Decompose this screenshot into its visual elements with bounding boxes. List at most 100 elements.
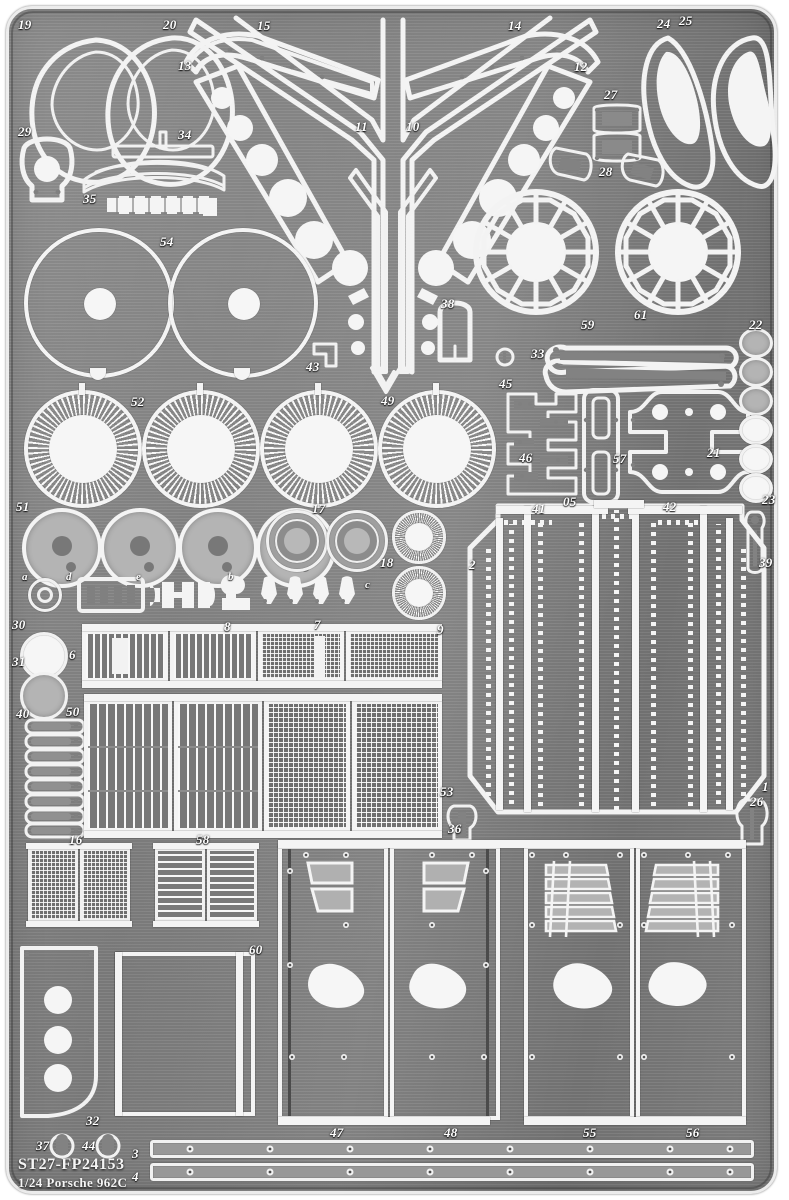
part-label-61: 61 bbox=[634, 307, 648, 322]
part-label-05: 05 bbox=[563, 494, 577, 509]
part-label-60: 60 bbox=[249, 942, 263, 957]
part-label-20: 20 bbox=[163, 17, 177, 32]
part-label-21: 21 bbox=[707, 445, 721, 460]
part-label-47: 47 bbox=[330, 1125, 344, 1140]
part-60-rail-right bbox=[236, 952, 243, 1116]
part-16-sprue-top bbox=[26, 843, 132, 849]
part-52-sprue-tab-2 bbox=[197, 383, 203, 395]
part-6-grille-a bbox=[82, 630, 168, 682]
part-label-30: 30 bbox=[12, 617, 26, 632]
part-label-4: 4 bbox=[132, 1169, 139, 1184]
part-label-22: 22 bbox=[749, 317, 763, 332]
part-label-58: 58 bbox=[196, 832, 210, 847]
part-label-16: 16 bbox=[69, 832, 83, 847]
part-label-9: 9 bbox=[437, 622, 444, 637]
part-label-14: 14 bbox=[508, 18, 522, 33]
part-label-41: 41 bbox=[532, 501, 546, 516]
door-panels-sprue-bottom-b bbox=[524, 1117, 746, 1125]
part-label-12: 12 bbox=[574, 59, 588, 74]
part-d-brackets bbox=[77, 577, 145, 613]
part-label-53: 53 bbox=[440, 784, 454, 799]
part-35-brackets bbox=[105, 194, 227, 216]
part-54-disc-right-hub bbox=[228, 288, 260, 320]
part-label-e: e bbox=[136, 571, 142, 583]
door-panels-sprue-top bbox=[278, 840, 746, 848]
part-b-c-pedals bbox=[220, 572, 372, 616]
part-52-sprue-tab-1 bbox=[79, 383, 85, 395]
part-label-39: 39 bbox=[759, 555, 773, 570]
part-16-mesh-a bbox=[28, 848, 78, 922]
part-7-mesh-b bbox=[346, 630, 442, 682]
part-label-10: 10 bbox=[406, 119, 420, 134]
part-16-sprue-bottom bbox=[26, 921, 132, 927]
part-6-grille-b bbox=[170, 630, 256, 682]
part-label-26: 26 bbox=[750, 794, 764, 809]
part-label-33: 33 bbox=[531, 346, 545, 361]
part-31-disc bbox=[20, 672, 68, 720]
part-54-tab-left bbox=[90, 368, 106, 380]
part-18-ring-2 bbox=[392, 566, 446, 620]
part-label-48: 48 bbox=[444, 1125, 458, 1140]
part-50-grille-b bbox=[174, 700, 262, 832]
part-label-15: 15 bbox=[257, 18, 271, 33]
part-2-1-floor-pan bbox=[468, 504, 768, 816]
part-label-3: 3 bbox=[132, 1146, 139, 1161]
part-label-40: 40 bbox=[16, 706, 30, 721]
part-58-sprue-bottom bbox=[153, 921, 259, 927]
maker-product-code: ST27-FP24153 bbox=[18, 1156, 125, 1173]
part-49-sprue-tab-4 bbox=[433, 383, 439, 395]
part-47-door-panel bbox=[278, 845, 388, 1120]
part-label-59: 59 bbox=[581, 317, 595, 332]
grille-row-sprue-top bbox=[82, 624, 442, 631]
part-53-mesh-b bbox=[352, 700, 442, 832]
part-label-25: 25 bbox=[679, 13, 693, 28]
part-61-turbofan-right bbox=[604, 178, 752, 326]
part-label-34: 34 bbox=[178, 127, 192, 142]
part-label-19: 19 bbox=[18, 17, 32, 32]
part-16-mesh-b bbox=[80, 848, 130, 922]
part-label-28: 28 bbox=[599, 164, 613, 179]
part-label-50: 50 bbox=[66, 704, 80, 719]
part-label-7: 7 bbox=[314, 617, 321, 632]
part-51-hub-2 bbox=[100, 508, 180, 588]
part-label-46: 46 bbox=[519, 450, 533, 465]
part-58-louvre-a bbox=[155, 848, 205, 922]
part-label-55: 55 bbox=[583, 1125, 597, 1140]
door-panels-sprue-bottom-a bbox=[278, 1117, 490, 1125]
part-18-ring-1 bbox=[392, 510, 446, 564]
part-label-51: 51 bbox=[16, 499, 30, 514]
part-54-disc-left-hub bbox=[84, 288, 116, 320]
part-label-38: 38 bbox=[441, 296, 455, 311]
part-e-brackets bbox=[148, 578, 220, 612]
part-label-49: 49 bbox=[381, 393, 395, 408]
part-17-hub-ring-1 bbox=[266, 510, 328, 572]
part-55-door-panel bbox=[524, 845, 634, 1120]
part-label-a: a bbox=[22, 571, 28, 583]
part-50-grille-a bbox=[84, 700, 172, 832]
manufacturer-label: ST27-FP24153 1/24 Porsche 962C bbox=[18, 1156, 127, 1191]
part-59-turbofan-left bbox=[462, 178, 610, 326]
part-8-mesh-a bbox=[258, 630, 344, 682]
big-grille-sprue-top bbox=[84, 694, 442, 701]
maker-scale-subject: 1/24 Porsche 962C bbox=[18, 1175, 128, 1190]
part-3-rivet-strip bbox=[150, 1140, 754, 1158]
part-48-door-panel bbox=[390, 845, 500, 1120]
part-label-44: 44 bbox=[82, 1138, 96, 1153]
part-label-c: c bbox=[365, 579, 371, 591]
part-label-32: 32 bbox=[86, 1113, 100, 1128]
part-label-42: 42 bbox=[663, 499, 677, 514]
big-grille-sprue-bottom bbox=[84, 831, 442, 838]
part-4-rivet-strip bbox=[150, 1163, 754, 1181]
part-49-brake-ring-4 bbox=[378, 390, 496, 508]
part-42-sprue bbox=[628, 506, 742, 514]
part-60-rail-left bbox=[115, 952, 122, 1116]
part-22-23-ring-column bbox=[735, 328, 781, 503]
part-40-link-stack bbox=[24, 718, 86, 839]
part-49-brake-ring-3 bbox=[260, 390, 378, 508]
part-label-17: 17 bbox=[312, 501, 326, 516]
part-52-brake-ring-2 bbox=[142, 390, 260, 508]
part-label-1: 1 bbox=[762, 779, 769, 794]
part-label-8: 8 bbox=[224, 619, 231, 634]
